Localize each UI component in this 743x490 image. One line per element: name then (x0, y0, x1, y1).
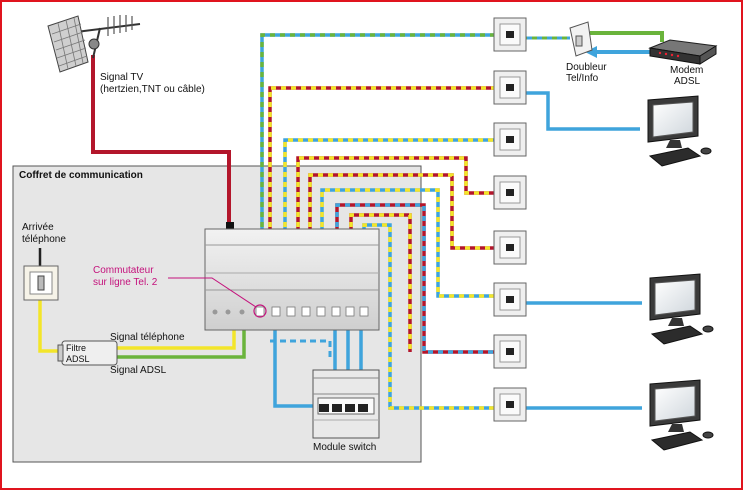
commutateur-marker (253, 304, 267, 318)
tv-antenna-icon (47, 15, 141, 73)
arrivee-label-2: téléphone (22, 234, 66, 245)
arrow-head-ethernet (585, 46, 597, 58)
signal-telephone-line (117, 330, 236, 350)
desktop-computer-icon (649, 379, 714, 451)
rj45-outlet-icon (493, 122, 527, 157)
modem-label-2: ADSL (674, 76, 701, 87)
rj45-outlet-icon (493, 282, 527, 317)
rj45-outlet-icon (493, 230, 527, 265)
box-to-switch-uplink (273, 318, 318, 408)
outlets-group (493, 17, 527, 422)
adsl-filter: Filtre ADSL (57, 340, 118, 366)
rj45-outlet-icon (493, 175, 527, 210)
rj45-outlet-icon (493, 334, 527, 369)
rj45-run-1 (260, 33, 496, 307)
outlet-2-to-computer (522, 91, 640, 131)
adsl-modem-icon (648, 39, 718, 65)
signal-tv-label: Signal TV (100, 72, 144, 83)
filtre-label-1: Filtre (66, 343, 86, 353)
rj45-outlet-icon (493, 70, 527, 105)
signal-tv-sublabel: (hertzien,TNT ou câble) (100, 84, 205, 95)
rj45-outlet-icon (493, 17, 527, 52)
rj45-run-4 (296, 156, 496, 307)
signal-adsl-label: Signal ADSL (110, 365, 167, 376)
commutateur-label-2: sur ligne Tel. 2 (93, 277, 158, 288)
coffret-title: Coffret de communication (19, 170, 143, 181)
rj45-outlet-icon (493, 387, 527, 422)
commutateur-pointer (168, 277, 257, 308)
distribution-box (204, 222, 380, 331)
modem-label-1: Modem (670, 65, 703, 76)
arrivee-label-1: Arrivée (22, 222, 54, 233)
cables-group (38, 31, 664, 410)
phone-socket-icon (23, 265, 59, 301)
desktop-computer-icon (649, 273, 714, 345)
filtre-label-2: ADSL (66, 354, 90, 364)
tv-antenna-cable (91, 55, 231, 228)
commutateur-label-1: Commutateur (93, 265, 154, 276)
computers-group (647, 95, 714, 451)
signal-telephone-label: Signal téléphone (110, 332, 185, 343)
doubleur-label-2: Tel/Info (566, 73, 599, 84)
doubleur-label-1: Doubleur (566, 62, 607, 73)
doubleur-to-modem-adsl (590, 31, 664, 42)
signal-adsl-line (117, 330, 246, 359)
rj45-run-5 (308, 173, 496, 307)
module-switch-label: Module switch (313, 442, 376, 453)
module-switch (312, 369, 380, 439)
doubleur-splitter-icon (569, 21, 593, 57)
tv-connector (226, 222, 234, 230)
phone-line-arrivee (38, 298, 62, 353)
desktop-computer-icon (647, 95, 712, 167)
